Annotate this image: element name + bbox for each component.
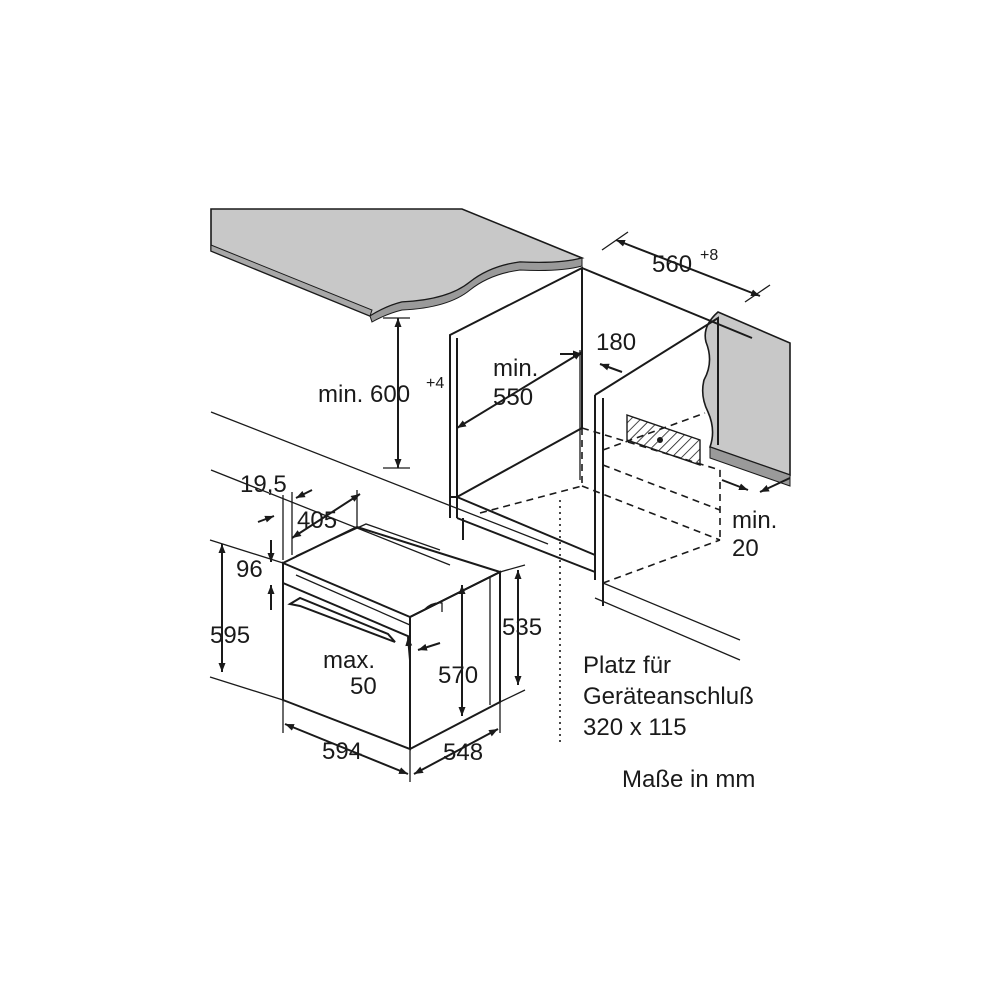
worktop-right [701, 311, 791, 487]
label-oven-depth: 548 [443, 739, 483, 766]
label-rear-gap-1: min. [732, 507, 777, 534]
label-niche-width: 560 [652, 251, 692, 278]
label-oven-width: 594 [322, 738, 362, 765]
label-socket-offset: 180 [596, 329, 636, 356]
oven [282, 523, 503, 751]
label-niche-height-tol: +4 [426, 375, 444, 392]
note-connection-line1: Platz für [583, 652, 671, 679]
label-rear-gap-2: 20 [732, 535, 759, 562]
label-niche-depth-2: 550 [493, 384, 533, 411]
dimension-lines [209, 231, 791, 782]
label-handle-2: 50 [350, 673, 377, 700]
label-body-height: 570 [438, 662, 478, 689]
cabinet-niche [210, 266, 753, 745]
label-niche-width-tol: +8 [700, 247, 718, 264]
worktop-left [210, 208, 585, 323]
label-handle-1: max. [323, 647, 375, 674]
label-control-panel-height: 96 [236, 556, 263, 583]
label-control-panel-depth: 405 [297, 507, 337, 534]
label-front-panel-thickness: 19,5 [240, 471, 287, 498]
dimension-labels: 560 +8 min. 600 +4 min. 550 180 min. 20 … [210, 247, 777, 766]
note-connection-line3: 320 x 115 [583, 714, 687, 741]
label-niche-height: min. 600 [318, 381, 410, 408]
notes: Platz für Geräteanschluß 320 x 115 Maße … [583, 652, 755, 793]
label-niche-depth-1: min. [493, 355, 538, 382]
label-body-height-rear: 535 [502, 614, 542, 641]
label-oven-height: 595 [210, 622, 250, 649]
note-connection-line2: Geräteanschluß [583, 683, 754, 710]
note-units: Maße in mm [622, 766, 755, 793]
